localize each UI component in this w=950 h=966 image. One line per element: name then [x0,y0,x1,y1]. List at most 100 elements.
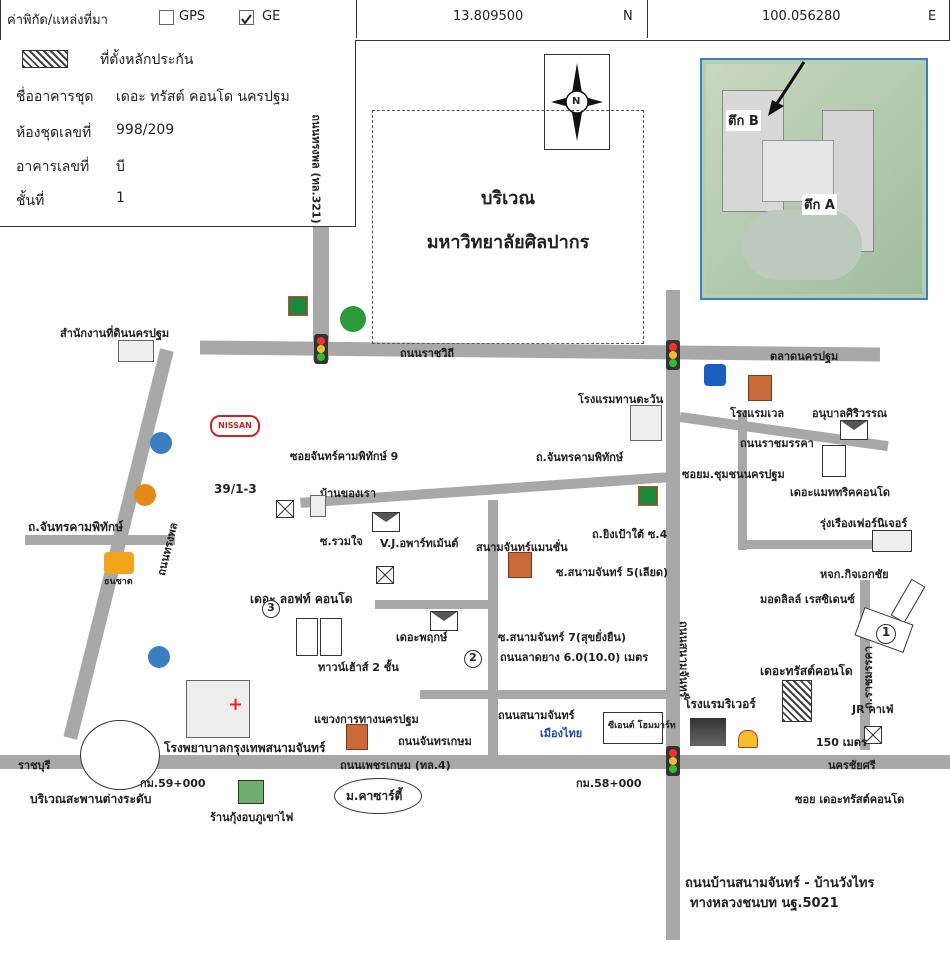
label-soi-trust: ซอย เดอะทรัสต์คอนโด [795,793,905,806]
info-row-label-1: ห้องชุดเลขที่ [16,125,92,141]
inset-label-a: ตึก A [802,194,837,215]
place-matrix: เดอะแมททริคคอนโด [790,486,891,499]
latitude-cell: 13.809500 N [357,0,648,38]
river-hotel-icon [690,718,726,746]
road-soi-right [738,410,747,550]
nissan-logo: NISSAN [210,415,260,437]
ptt-logo-icon [340,306,366,332]
info-row-value-2: บี [116,159,125,175]
legend-hatch-swatch [22,50,68,68]
traffic-light-icon [666,340,680,370]
label-soi-ying: ถ.ยิงเป้าใต้ ซ.4 [592,528,668,541]
longitude-value: 100.056280 [762,9,841,24]
coord-source-label: ค่าพิกัด/แหล่งที่มา [7,13,108,28]
bank-logo-icon [150,432,172,454]
label-rural-road: ทางหลวงชนบท นฐ.5021 [690,896,839,911]
latitude-value: 13.809500 [453,9,524,24]
place-jr-cafe: JR คาเฟ่ [852,703,894,716]
hor-kit-building-icon [890,578,926,624]
place-sanam-chan-mansion: สนามจันทร์แมนชั่น [476,541,568,554]
label-rajmanka: ถนนราชมรรคา [740,437,814,450]
label-talad: ตลาดนครปฐม [770,350,839,363]
bank-logo-icon [704,364,726,386]
hotel-well-icon [748,375,772,401]
place-km58: กม.58+000 [576,777,642,790]
info-row-label-0: ชื่ออาคารชุด [16,89,94,105]
bank-logo-icon [134,484,156,506]
place-river-hotel: โรงแรมริเวอร์ [684,697,756,711]
thanachart-label: ธนชาต [104,577,133,587]
label-soi-sanam7: ซ.สนามจันทร์ 7(สุขยั่งยืน) [498,631,626,644]
inset-aerial-photo: ตึก B ตึก A [700,58,928,300]
road-sanam-chan [488,500,498,755]
label-rajvithi: ถนนราชวิถี [400,347,455,360]
university-line2: มหาวิทยาลัยศิลปากร [426,232,590,253]
marker-2: 2 [464,650,482,668]
place-townhouse: ทาวน์เฮ้าส์ 2 ชั้น [318,661,399,674]
place-muang-thai: เมืองไทย [540,727,583,740]
place-trust-condo: เดอะทรัสต์คอนโด [760,664,853,678]
place-university-short: ม.คาซาร์ตี้ [346,789,403,803]
hospital-building-icon [186,680,250,738]
place-sangkhom: แขวงการทางนครปฐม [314,713,419,726]
info-panel: ที่ตั้งหลักประกัน ชื่ออาคารชุด เดอะ ทรัส… [0,40,356,227]
inset-garden [742,210,862,280]
road-rama [860,580,870,750]
gps-label: GPS [179,9,206,24]
place-vj-apartment: V.J.อพาร์ทเม้นต์ [380,537,459,550]
place-mot-leud: มอดลิลล์ เรสซิเดนซ์ [760,593,855,606]
place-distance: 150 เมตร [816,736,867,749]
place-hospital: โรงพยาบาลกรุงเทพสนามจันทร์ [164,741,326,755]
shell-icon [738,730,758,748]
place-silom: ซีเอนต์ โฮมมาร์ท [608,721,676,731]
header-bar: ค่าพิกัด/แหล่งที่มา GPS GE 13.809500 N 1… [0,0,950,41]
ge-checkbox[interactable] [239,10,254,25]
gps-checkbox[interactable] [159,10,174,25]
label-sanam-chan-road: ถนนสนามจันทร์ [498,709,575,722]
arrow-icon [768,61,806,116]
coord-source-cell: ค่าพิกัด/แหล่งที่มา GPS GE [1,0,357,38]
traffic-light-icon [314,334,328,364]
label-nakhonchaisri: นครชัยศรี [828,759,876,772]
longitude-dir: E [928,9,937,24]
num39-icon [276,500,294,518]
inset-central [762,140,834,202]
place-bridge: บริเวณสะพานต่างระดับ [30,792,152,806]
traffic-light-icon [666,746,680,776]
shop-icon [238,780,264,804]
university-short-oval [334,778,422,814]
seven-eleven-icon [638,486,658,506]
jr-cafe-icon [864,726,882,744]
place-monument: อนุบาลศิริวรรณ [812,407,888,420]
label-petchkasem: ถนนเพชรเกษม (ทล.4) [340,759,451,772]
marker-3: 3 [262,600,280,618]
place-the-pruk: เดอะพฤกษ์ [396,631,448,644]
legend-label: ที่ตั้งหลักประกัน [100,52,194,68]
university-line1: บริเวณ [480,188,536,209]
road-lady [420,690,670,699]
check-icon [241,14,252,25]
inset-label-b: ตึก B [726,110,761,131]
hotel-building-icon [630,405,662,441]
ge-label: GE [262,9,281,24]
label-soi-chan-left: ถ.จันทรคามพิทักษ์ [28,520,124,534]
place-39: 39/1-3 [214,482,257,496]
info-row-label-3: ชั้นที่ [16,193,45,209]
place-hotel-well: โรงแรมเวล [730,407,785,420]
place-hotel-tawan: โรงแรมทานตะวัน [578,393,664,406]
mansion-icon [508,552,532,578]
bank-logo-icon [148,646,170,668]
info-row-value-1: 998/209 [116,122,175,138]
envelope-icon [840,420,868,440]
label-ban-sanam: ถนนบ้านสนามจันทร์ - บ้านวังไทร [685,876,875,891]
condo-tower-icon [320,618,342,656]
latitude-dir: N [623,9,633,24]
office-building-icon [118,340,154,362]
label-soi-chan: ถ.จันทรคามพิทักษ์ [536,451,624,464]
trust-condo-marker [782,680,812,722]
info-row-value-0: เดอะ ทรัสต์ คอนโด นครปฐม [116,89,290,105]
compass: N [544,54,610,150]
place-ban-song: บ้านของเรา [320,487,377,500]
xbox-icon [376,566,394,584]
label-chan-kasem: ถนนจันทรเกษม [398,735,472,748]
